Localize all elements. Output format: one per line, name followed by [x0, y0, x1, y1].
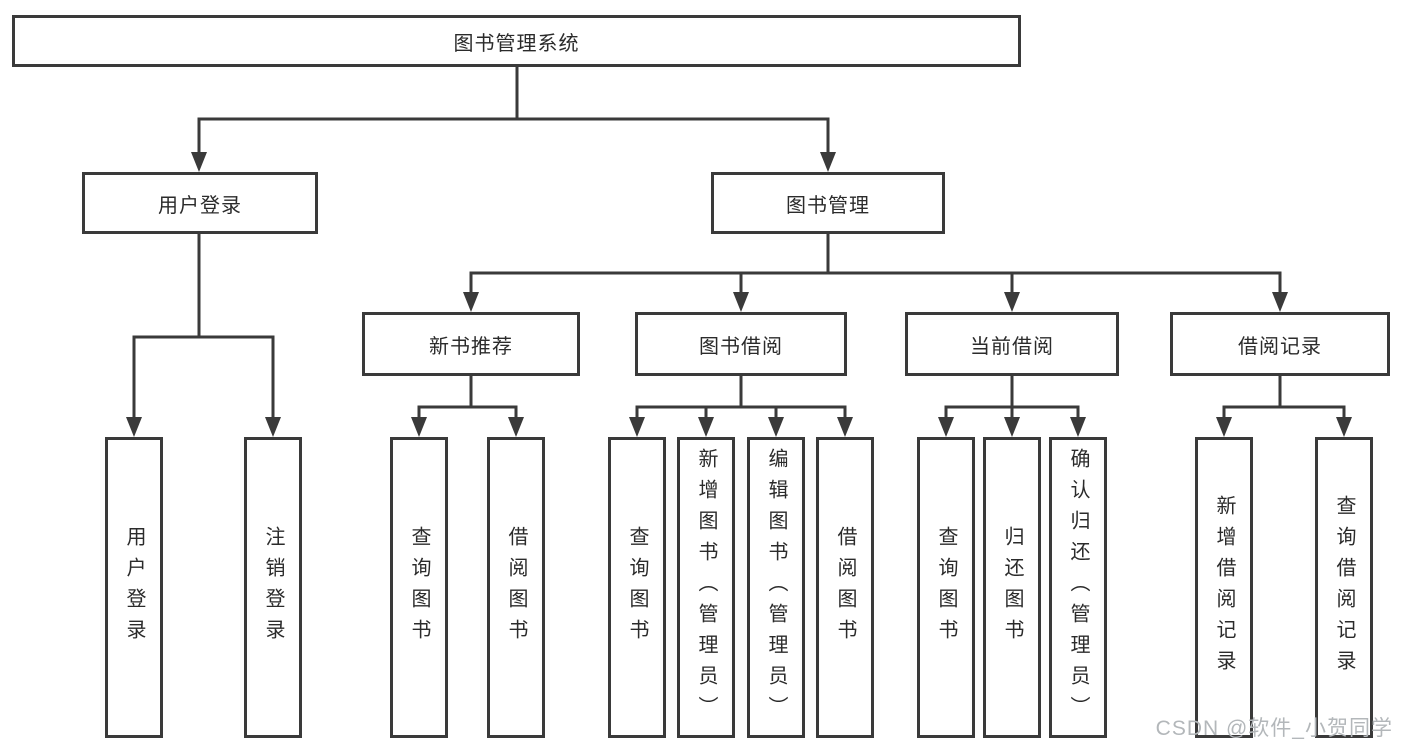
- node-root-library-system: 图书管理系统: [12, 15, 1021, 67]
- node-new-book-recommendation: 新书推荐: [362, 312, 580, 376]
- node-label: 用户登录: [158, 194, 242, 217]
- node-book-management: 图书管理: [711, 172, 945, 234]
- leaf-return-books: 归还图书: [983, 437, 1041, 738]
- leaf-current-query-books: 查询图书: [917, 437, 975, 738]
- node-label: 借阅图书: [834, 525, 856, 650]
- node-borrowing-records: 借阅记录: [1170, 312, 1390, 376]
- connector-lines: [132, 67, 1346, 421]
- node-label: 图书管理系统: [453, 32, 580, 55]
- node-label: 查询图书: [935, 525, 957, 650]
- node-label: 图书借阅: [699, 335, 783, 358]
- node-label: 查询图书: [408, 525, 430, 650]
- leaf-borrow-query-books: 查询图书: [608, 437, 666, 738]
- node-label: 编辑图书（管理员）: [765, 448, 787, 727]
- node-current-borrowing: 当前借阅: [905, 312, 1119, 376]
- node-user-login: 用户登录: [82, 172, 318, 234]
- node-label: 确认归还（管理员）: [1067, 448, 1089, 727]
- leaf-user-login: 用户登录: [105, 437, 163, 738]
- node-book-borrowing: 图书借阅: [635, 312, 847, 376]
- csdn-watermark: CSDN @软件_小贺同学: [1155, 717, 1393, 740]
- node-label: 查询借阅记录: [1333, 494, 1355, 681]
- leaf-confirm-return-admin: 确认归还（管理员）: [1049, 437, 1107, 738]
- node-label: 借阅图书: [505, 525, 527, 650]
- leaf-logout: 注销登录: [244, 437, 302, 738]
- node-label: 查询图书: [626, 525, 648, 650]
- arrowheads: [126, 152, 1352, 437]
- node-label: 图书管理: [786, 194, 870, 217]
- node-label: 归还图书: [1001, 525, 1023, 650]
- node-label: 新书推荐: [429, 335, 513, 358]
- leaf-query-borrow-record: 查询借阅记录: [1315, 437, 1373, 738]
- leaf-edit-books-admin: 编辑图书（管理员）: [747, 437, 805, 738]
- node-label: 当前借阅: [970, 335, 1054, 358]
- node-label: 用户登录: [123, 525, 145, 650]
- leaf-add-books-admin: 新增图书（管理员）: [677, 437, 735, 738]
- leaf-recommend-borrow-books: 借阅图书: [487, 437, 545, 738]
- node-label: 注销登录: [262, 525, 284, 650]
- leaf-add-borrow-record: 新增借阅记录: [1195, 437, 1253, 738]
- node-label: 借阅记录: [1238, 335, 1322, 358]
- node-label: 新增借阅记录: [1213, 494, 1235, 681]
- node-label: 新增图书（管理员）: [695, 448, 717, 727]
- leaf-recommend-query-books: 查询图书: [390, 437, 448, 738]
- leaf-borrow-books: 借阅图书: [816, 437, 874, 738]
